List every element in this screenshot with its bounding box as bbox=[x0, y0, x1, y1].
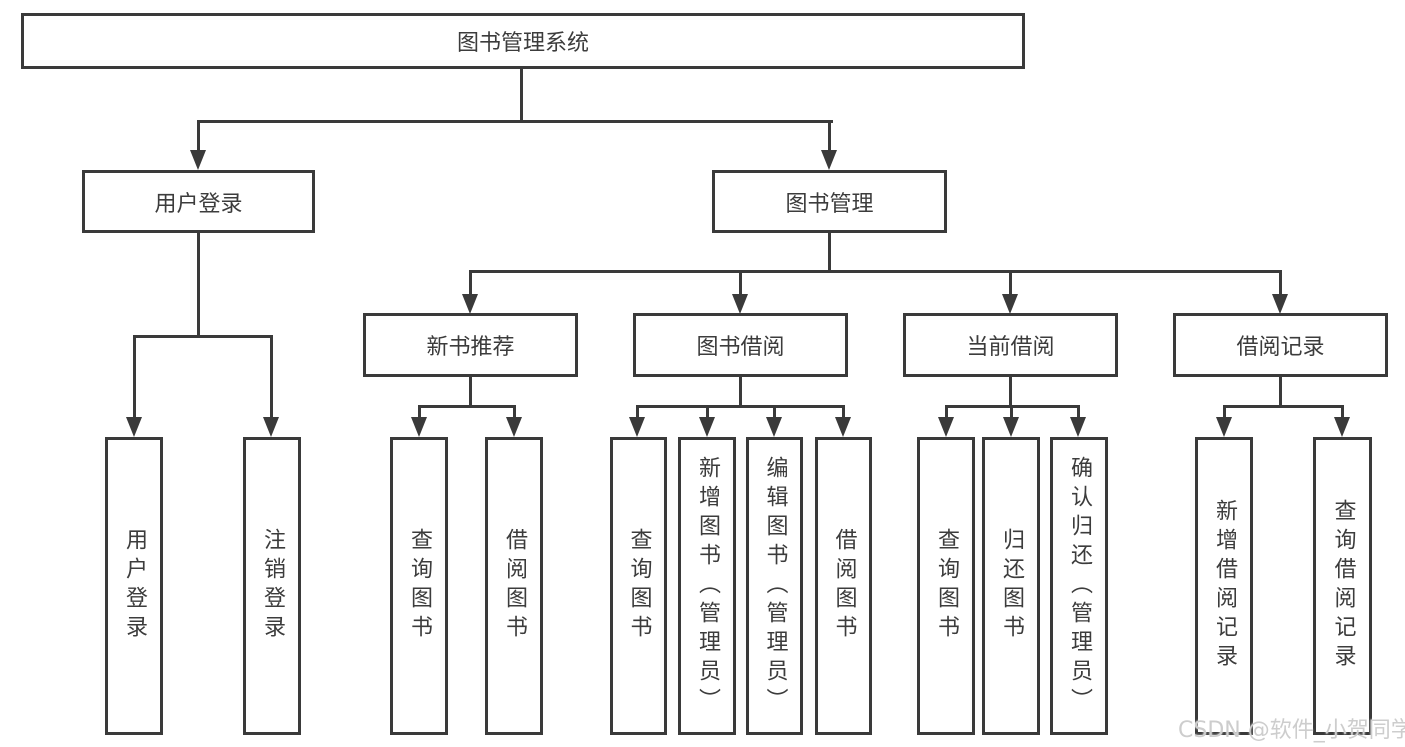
leaf-label: 确认归还（管理员） bbox=[1067, 455, 1092, 717]
connector-line bbox=[773, 405, 776, 419]
leaf-label: 归还图书 bbox=[999, 528, 1024, 644]
connector-line bbox=[1279, 270, 1282, 296]
connector-line bbox=[133, 335, 273, 338]
node-label: 新书推荐 bbox=[426, 335, 515, 360]
leaf-label: 新增图书（管理员） bbox=[695, 455, 720, 717]
leaf-label: 借阅图书 bbox=[831, 528, 857, 644]
arrowhead-icon bbox=[699, 417, 715, 437]
connector-line bbox=[706, 405, 709, 419]
connector-line bbox=[739, 270, 742, 296]
node-book-borrow: 图书借阅 bbox=[633, 313, 848, 377]
connector-line bbox=[270, 335, 273, 419]
leaf-return-books: 归还图书 bbox=[982, 437, 1040, 735]
leaf-label: 查询图书 bbox=[407, 528, 432, 644]
leaf-label: 查询借阅记录 bbox=[1330, 499, 1356, 673]
connector-line bbox=[469, 270, 472, 296]
arrowhead-icon bbox=[263, 417, 279, 437]
arrowhead-icon bbox=[1272, 294, 1288, 314]
leaf-borrow-books-recommend: 借阅图书 bbox=[485, 437, 543, 735]
connector-line bbox=[418, 405, 515, 408]
connector-line bbox=[636, 405, 844, 408]
connector-line bbox=[739, 377, 742, 405]
arrowhead-icon bbox=[1070, 417, 1086, 437]
arrowhead-icon bbox=[506, 417, 522, 437]
arrowhead-icon bbox=[1002, 294, 1018, 314]
leaf-edit-books-admin: 编辑图书（管理员） bbox=[746, 437, 803, 735]
leaf-label: 查询图书 bbox=[934, 528, 959, 644]
connector-line bbox=[197, 120, 200, 152]
connector-line bbox=[520, 68, 523, 120]
connector-line bbox=[1341, 405, 1344, 419]
node-root-label: 图书管理系统 bbox=[456, 31, 589, 56]
node-label: 图书管理 bbox=[785, 191, 874, 217]
leaf-add-borrow-record: 新增借阅记录 bbox=[1195, 437, 1253, 735]
node-book-management: 图书管理 bbox=[712, 170, 947, 233]
arrowhead-icon bbox=[766, 417, 782, 437]
arrowhead-icon bbox=[732, 294, 748, 314]
connector-line bbox=[842, 405, 845, 419]
arrowhead-icon bbox=[126, 417, 142, 437]
node-label: 当前借阅 bbox=[966, 335, 1055, 360]
connector-line bbox=[469, 377, 472, 405]
node-label: 图书借阅 bbox=[696, 335, 785, 360]
connector-line bbox=[1009, 377, 1012, 405]
connector-line bbox=[469, 270, 1282, 273]
connector-line bbox=[828, 233, 831, 270]
arrowhead-icon bbox=[190, 150, 206, 170]
connector-line bbox=[1223, 405, 1343, 408]
leaf-query-books-borrow: 查询图书 bbox=[610, 437, 667, 735]
connector-line bbox=[133, 335, 136, 419]
arrowhead-icon bbox=[462, 294, 478, 314]
leaf-label: 注销登录 bbox=[260, 528, 285, 644]
node-new-book-recommend: 新书推荐 bbox=[363, 313, 578, 377]
connector-line bbox=[1077, 405, 1080, 419]
node-root: 图书管理系统 bbox=[21, 13, 1025, 69]
node-borrow-records: 借阅记录 bbox=[1173, 313, 1388, 377]
connector-line bbox=[945, 405, 948, 419]
arrowhead-icon bbox=[835, 417, 851, 437]
connector-line bbox=[418, 405, 421, 419]
arrowhead-icon bbox=[411, 417, 427, 437]
node-current-borrow: 当前借阅 bbox=[903, 313, 1118, 377]
connector-line bbox=[1009, 270, 1012, 296]
leaf-logout: 注销登录 bbox=[243, 437, 301, 735]
leaf-label: 查询图书 bbox=[626, 528, 652, 644]
arrowhead-icon bbox=[821, 150, 837, 170]
leaf-label: 用户登录 bbox=[122, 528, 147, 644]
connector-line bbox=[1279, 377, 1282, 405]
leaf-label: 编辑图书（管理员） bbox=[762, 455, 788, 717]
arrowhead-icon bbox=[629, 417, 645, 437]
leaf-user-login: 用户登录 bbox=[105, 437, 163, 735]
connector-line bbox=[197, 120, 833, 123]
connector-line bbox=[828, 120, 831, 152]
leaf-borrow-books: 借阅图书 bbox=[815, 437, 872, 735]
arrowhead-icon bbox=[1216, 417, 1232, 437]
leaf-query-borrow-record: 查询借阅记录 bbox=[1313, 437, 1372, 735]
leaf-label: 新增借阅记录 bbox=[1212, 499, 1237, 673]
leaf-query-books-current: 查询图书 bbox=[917, 437, 975, 735]
connector-line bbox=[636, 405, 639, 419]
leaf-add-books-admin: 新增图书（管理员） bbox=[678, 437, 736, 735]
connector-line bbox=[1223, 405, 1226, 419]
node-label: 借阅记录 bbox=[1236, 335, 1325, 360]
node-label: 用户登录 bbox=[154, 191, 243, 217]
connector-line bbox=[513, 405, 516, 419]
arrowhead-icon bbox=[1003, 417, 1019, 437]
connector-line bbox=[197, 233, 200, 335]
connector-line bbox=[1010, 405, 1013, 419]
leaf-query-books-recommend: 查询图书 bbox=[390, 437, 448, 735]
arrowhead-icon bbox=[1334, 417, 1350, 437]
arrowhead-icon bbox=[938, 417, 954, 437]
leaf-confirm-return-admin: 确认归还（管理员） bbox=[1050, 437, 1108, 735]
node-user-login: 用户登录 bbox=[82, 170, 315, 233]
leaf-label: 借阅图书 bbox=[502, 528, 527, 644]
watermark: CSDN @软件_小贺同学 bbox=[1178, 718, 1405, 743]
